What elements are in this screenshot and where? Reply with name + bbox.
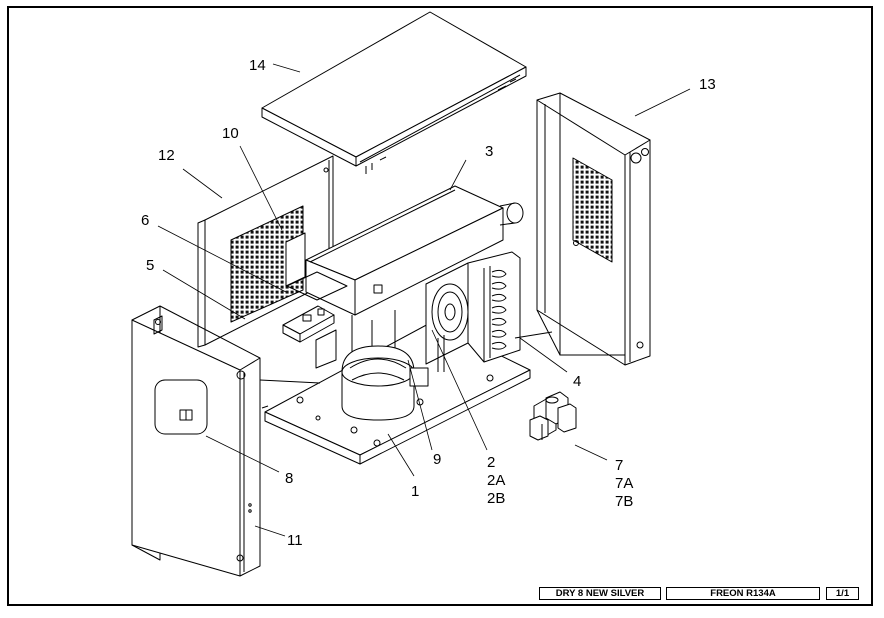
compressor	[341, 335, 445, 421]
callout-11: 11	[287, 532, 303, 549]
leader-lines	[157, 63, 691, 537]
callout-9: 9	[433, 451, 442, 468]
title-block-refrigerant: FREON R134A	[666, 587, 820, 600]
top-cover	[261, 11, 527, 174]
mounting-bracket	[285, 232, 306, 287]
callout-1: 1	[411, 483, 420, 500]
condenser-fan-assembly	[425, 251, 553, 365]
callout-7: 7	[615, 457, 624, 474]
callout-2: 2	[487, 454, 496, 471]
callout-5: 5	[146, 257, 155, 274]
front-panel	[131, 305, 321, 577]
right-side-panel	[536, 92, 651, 366]
callout-7b: 7B	[615, 493, 634, 510]
callout-7a: 7A	[615, 475, 634, 492]
callout-12: 12	[158, 147, 175, 164]
heat-exchanger	[286, 185, 524, 368]
callout-8: 8	[285, 470, 294, 487]
callout-3: 3	[485, 143, 494, 160]
callout-4: 4	[573, 373, 582, 390]
callout-14: 14	[249, 57, 266, 74]
callout-6: 6	[141, 212, 150, 229]
electronic-board	[282, 305, 337, 369]
callout-2b: 2B	[487, 490, 506, 507]
title-block-sheet: 1/1	[826, 587, 859, 600]
callout-13: 13	[699, 76, 716, 93]
callout-2a: 2A	[487, 472, 506, 489]
title-block-model: DRY 8 NEW SILVER	[539, 587, 661, 600]
callout-10: 10	[222, 125, 239, 142]
drain-valve	[529, 391, 577, 441]
drawing-frame	[7, 6, 873, 606]
